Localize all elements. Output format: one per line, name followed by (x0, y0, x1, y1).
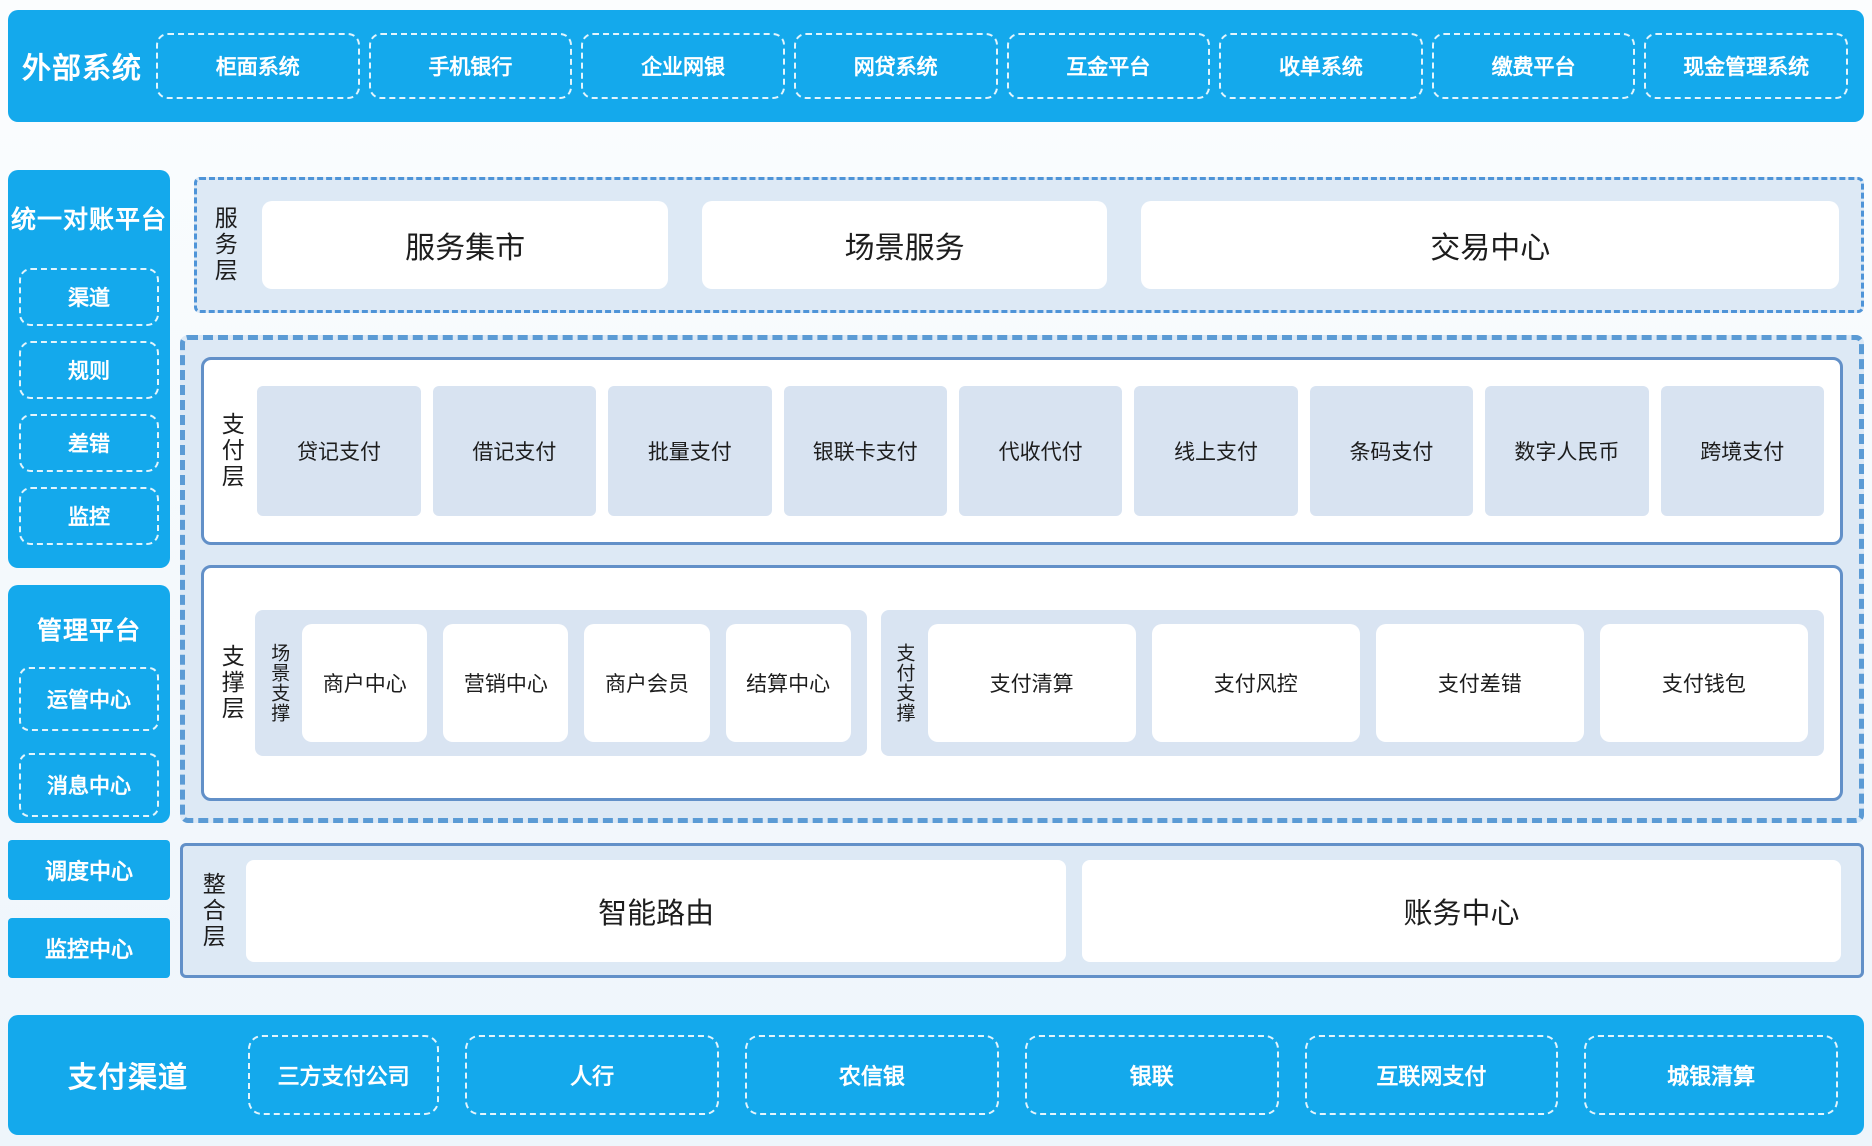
scene-support-group: 场景支撑 商户中心营销中心商户会员结算中心 (255, 610, 867, 756)
middle-area: 统一对账平台 渠道规则差错监控 管理平台 运管中心消息中心 调度中心 监控中心 … (8, 122, 1864, 978)
service-node: 场景服务 (701, 201, 1108, 289)
reconciliation-platform-block: 统一对账平台 渠道规则差错监控 (8, 170, 170, 568)
monitor-center-block: 监控中心 (8, 918, 170, 978)
management-item-node: 消息中心 (19, 753, 159, 817)
reconciliation-items: 渠道规则差错监控 (19, 268, 159, 545)
payment-support-nodes: 支付清算支付风控支付差错支付钱包 (927, 624, 1808, 742)
payment-channel-node: 三方支付公司 (248, 1035, 440, 1115)
payment-channel-node: 银联 (1024, 1035, 1279, 1115)
service-node: 服务集市 (262, 201, 668, 289)
management-platform-title: 管理平台 (36, 617, 141, 645)
scene-support-node: 商户中心 (302, 624, 428, 742)
reconciliation-item-node: 差错 (19, 414, 159, 472)
left-column: 统一对账平台 渠道规则差错监控 管理平台 运管中心消息中心 调度中心 监控中心 (8, 122, 170, 978)
payment-support-label: 支付支撑 (893, 643, 915, 723)
core-layers-panel: 支付层 贷记支付借记支付批量支付银联卡支付代收代付线上支付条码支付数字人民币跨境… (180, 335, 1864, 823)
external-system-node: 企业网银 (581, 33, 785, 99)
payment-node: 线上支付 (1134, 386, 1298, 516)
support-groups: 场景支撑 商户中心营销中心商户会员结算中心 支付支撑 支付清算支付风控支付差错支… (255, 610, 1824, 756)
payment-support-node: 支付钱包 (1599, 624, 1808, 742)
service-layer-label: 服务层 (211, 206, 238, 284)
management-platform-block: 管理平台 运管中心消息中心 (8, 585, 170, 823)
external-systems-title: 外部系统 (21, 53, 142, 85)
main-column: 服务层 服务集市场景服务交易中心 支付层 贷记支付借记支付批量支付银联卡支付代收… (180, 122, 1864, 978)
reconciliation-platform-title: 统一对账平台 (10, 206, 167, 234)
payment-node: 借记支付 (432, 386, 597, 516)
integration-layer-panel: 整合层 智能路由账务中心 (180, 843, 1864, 978)
external-systems-bar: 外部系统 柜面系统手机银行企业网银网贷系统互金平台收单系统缴费平台现金管理系统 (8, 10, 1864, 122)
payment-support-node: 支付差错 (1375, 624, 1584, 742)
support-layer-label: 支撑层 (218, 644, 245, 722)
external-system-node: 网贷系统 (793, 33, 998, 99)
payment-support-node: 支付清算 (927, 624, 1136, 742)
payment-node: 贷记支付 (257, 386, 421, 516)
payment-node: 数字人民币 (1485, 386, 1649, 516)
payment-layer-label: 支付层 (218, 412, 245, 490)
payment-node: 银联卡支付 (783, 386, 947, 516)
payment-support-group: 支付支撑 支付清算支付风控支付差错支付钱包 (880, 610, 1824, 756)
payment-channel-node: 人行 (465, 1035, 720, 1115)
external-system-node: 收单系统 (1219, 33, 1423, 99)
integration-node: 智能路由 (246, 859, 1067, 962)
scene-support-label: 场景支撑 (268, 643, 290, 723)
payment-channels-bar: 支付渠道 三方支付公司人行农信银银联互联网支付城银清算 (8, 1015, 1864, 1135)
integration-layer-nodes: 智能路由账务中心 (246, 859, 1841, 962)
payment-layer-nodes: 贷记支付借记支付批量支付银联卡支付代收代付线上支付条码支付数字人民币跨境支付 (257, 386, 1824, 516)
payment-node: 跨境支付 (1660, 386, 1824, 516)
scene-support-node: 营销中心 (443, 624, 569, 742)
external-system-node: 缴费平台 (1431, 33, 1636, 99)
payment-channels-title: 支付渠道 (67, 1062, 188, 1094)
scene-support-nodes: 商户中心营销中心商户会员结算中心 (302, 624, 851, 742)
integration-node: 账务中心 (1082, 859, 1841, 962)
payment-layer-panel: 支付层 贷记支付借记支付批量支付银联卡支付代收代付线上支付条码支付数字人民币跨境… (201, 357, 1843, 545)
service-layer-nodes: 服务集市场景服务交易中心 (262, 201, 1839, 289)
support-layer-panel: 支撑层 场景支撑 商户中心营销中心商户会员结算中心 支付支撑 支付清算支付风控支… (201, 565, 1843, 801)
external-system-node: 互金平台 (1006, 33, 1211, 99)
external-system-node: 手机银行 (368, 33, 573, 99)
external-system-node: 柜面系统 (156, 33, 360, 99)
payment-channel-node: 互联网支付 (1304, 1035, 1559, 1115)
payment-channel-node: 城银清算 (1584, 1035, 1838, 1115)
payment-node: 条码支付 (1309, 386, 1474, 516)
external-systems-list: 柜面系统手机银行企业网银网贷系统互金平台收单系统缴费平台现金管理系统 (156, 33, 1848, 99)
external-system-node: 现金管理系统 (1644, 33, 1848, 99)
payment-support-node: 支付风控 (1151, 624, 1360, 742)
reconciliation-item-node: 渠道 (19, 268, 159, 326)
service-layer-panel: 服务层 服务集市场景服务交易中心 (194, 177, 1864, 313)
payment-channels-list: 三方支付公司人行农信银银联互联网支付城银清算 (248, 1035, 1844, 1115)
reconciliation-item-node: 监控 (19, 487, 159, 545)
reconciliation-item-node: 规则 (19, 341, 159, 399)
scene-support-node: 结算中心 (725, 624, 851, 742)
integration-layer-label: 整合层 (199, 871, 226, 950)
service-node: 交易中心 (1141, 201, 1839, 289)
management-items: 运管中心消息中心 (19, 667, 159, 817)
payment-channel-node: 农信银 (745, 1035, 999, 1115)
payment-node: 批量支付 (608, 386, 772, 516)
payment-node: 代收代付 (958, 386, 1123, 516)
dispatch-center-block: 调度中心 (8, 840, 170, 900)
management-item-node: 运管中心 (19, 667, 159, 731)
scene-support-node: 商户会员 (584, 624, 710, 742)
